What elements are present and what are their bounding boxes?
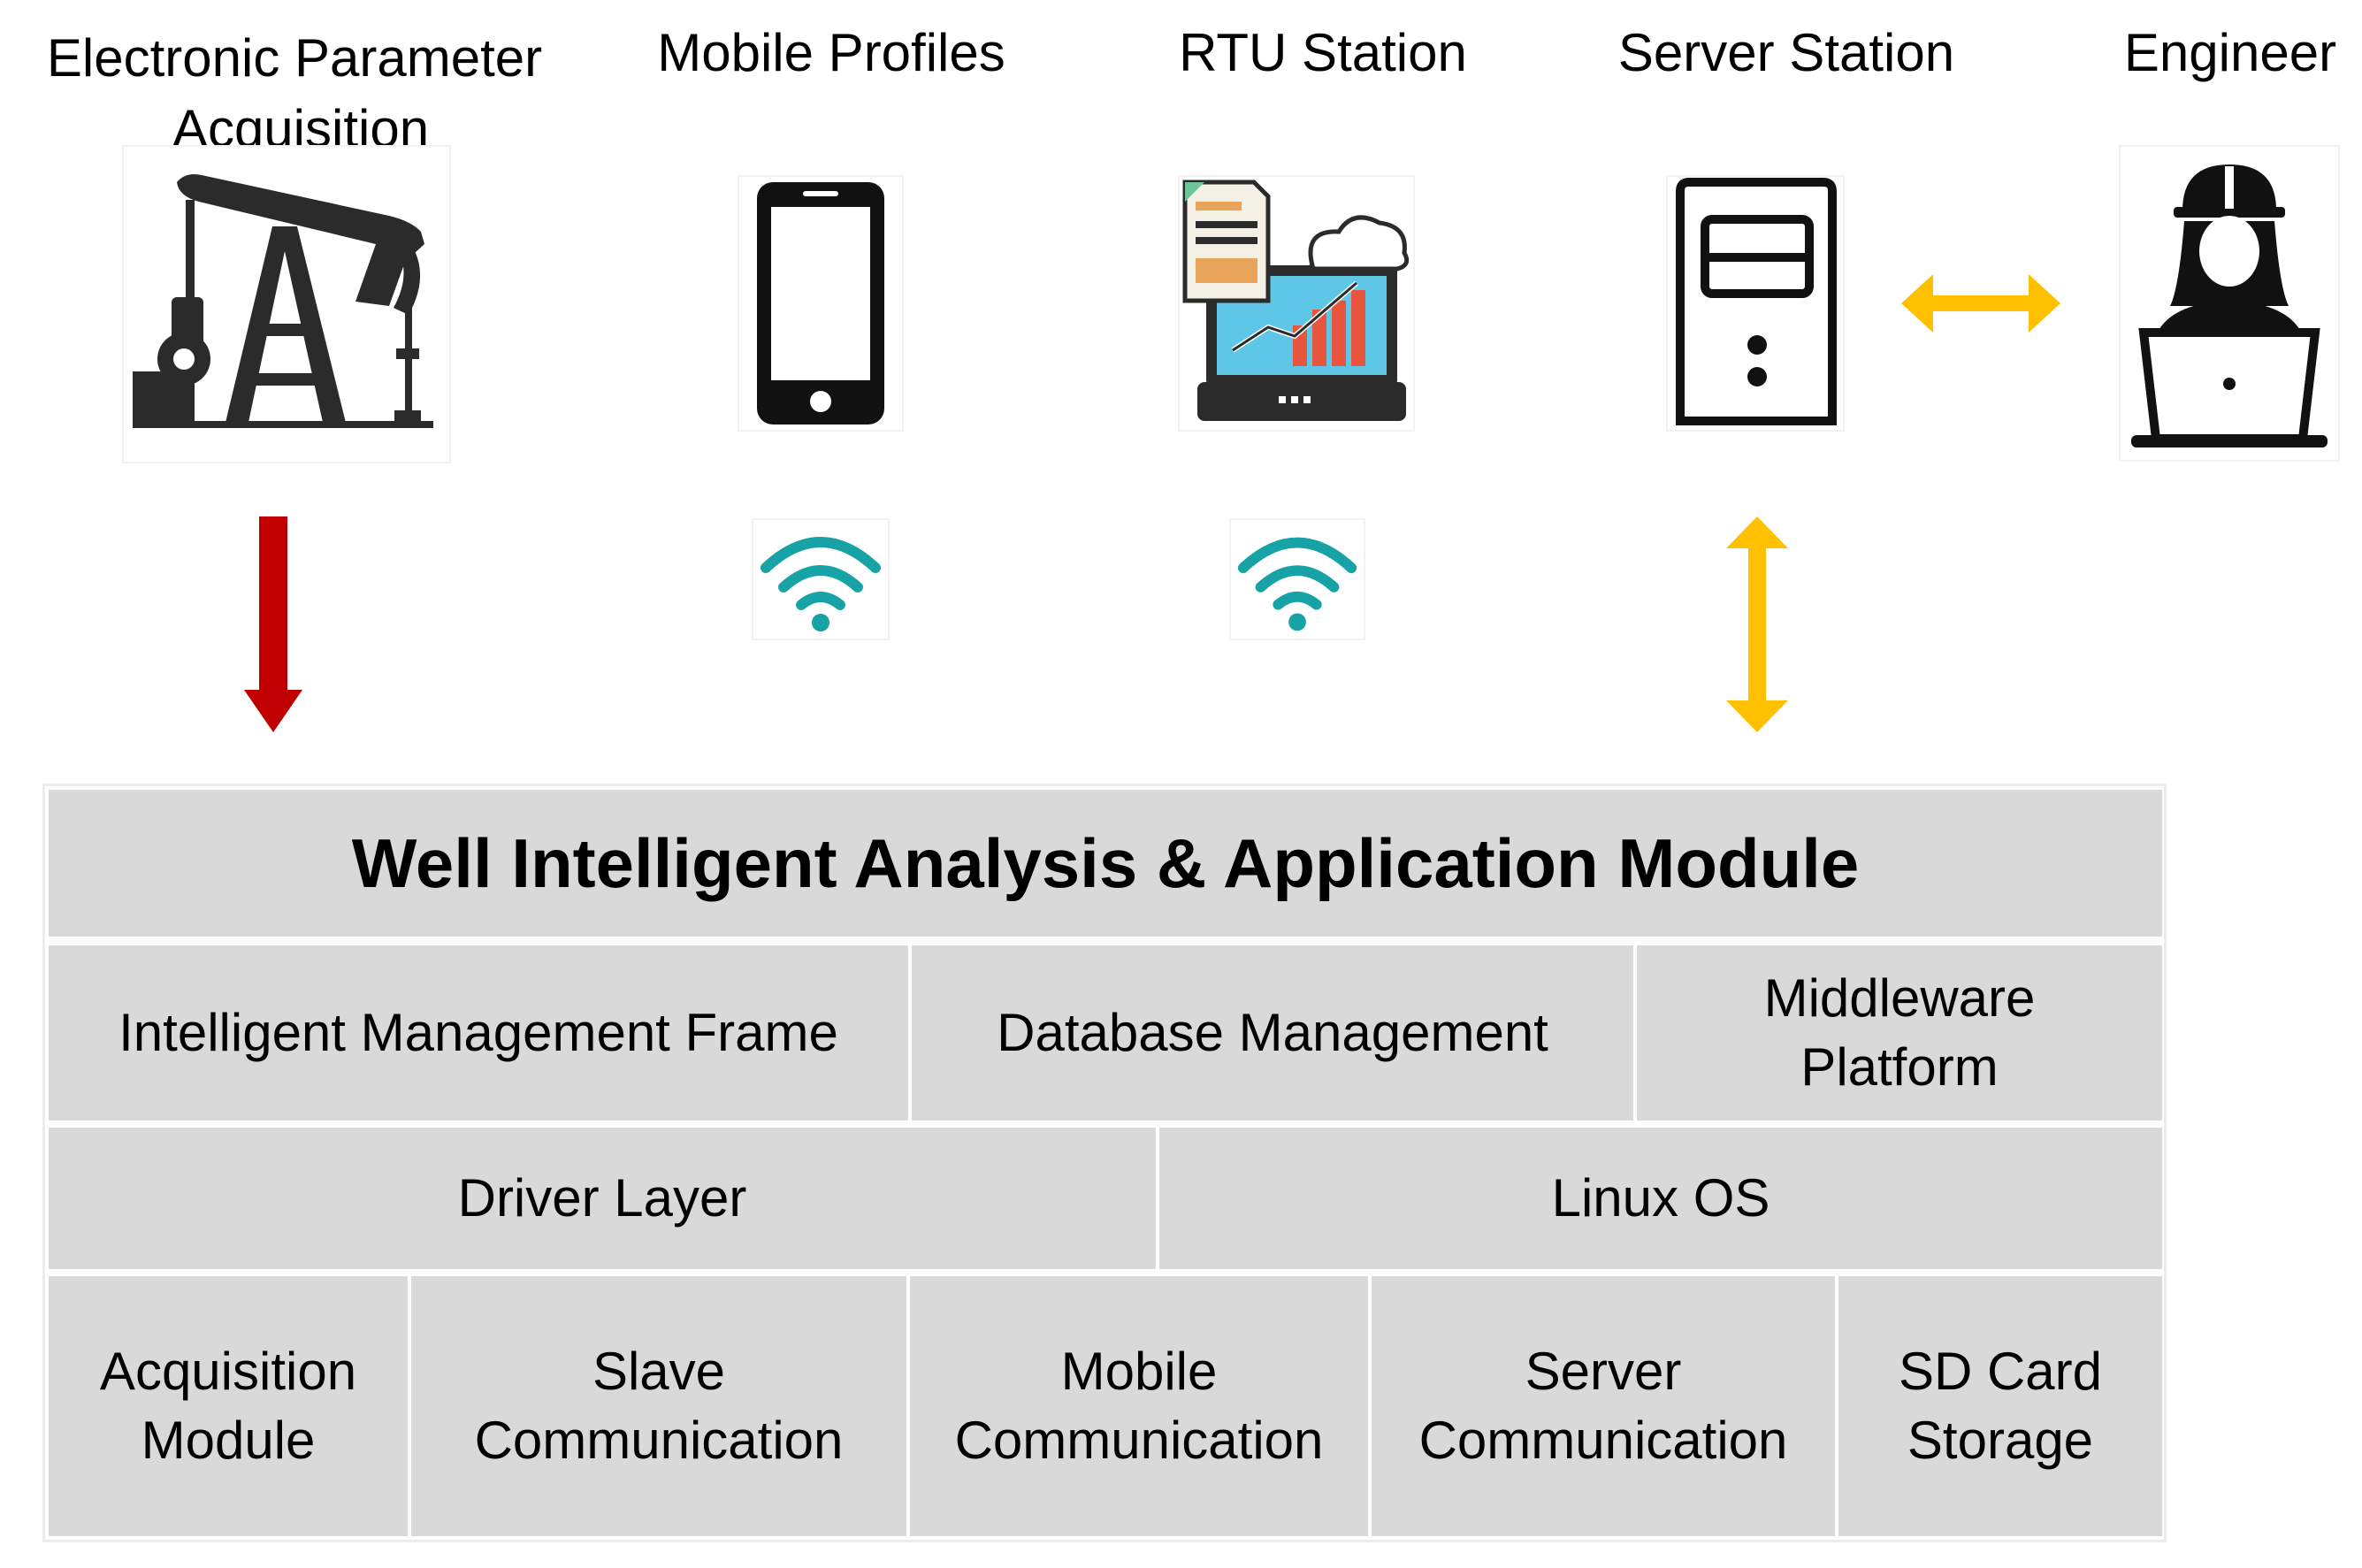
engineer-icon — [2119, 145, 2340, 462]
label-rtu-station: RTU Station — [1179, 23, 1467, 82]
wifi-icon-mobile — [752, 518, 890, 640]
server-tower-icon — [1666, 175, 1845, 432]
cell-linux-os: Linux OS — [1159, 1128, 2162, 1269]
module-block: Well Intelligent Analysis & Application … — [42, 784, 2167, 1542]
cell-sd-card-storage: SD Card Storage — [1838, 1276, 2162, 1536]
cell-intelligent-management-frame: Intelligent Management Frame — [49, 945, 908, 1121]
cell-mobile-communication: Mobile Communication — [910, 1276, 1368, 1536]
rtu-laptop-icon — [1178, 175, 1415, 432]
cell-server-communication: Server Communication — [1372, 1276, 1835, 1536]
label-mobile-profiles: Mobile Profiles — [657, 23, 1005, 82]
oil-pump-jack-icon — [122, 145, 451, 463]
module-title: Well Intelligent Analysis & Application … — [49, 790, 2162, 937]
gold-horizontal-double-arrow — [1901, 274, 2060, 333]
label-electronic-parameter: Electronic Parameter — [46, 28, 543, 88]
smartphone-icon — [738, 175, 904, 432]
wifi-icon-rtu — [1229, 518, 1365, 640]
cell-acquisition-module: Acquisition Module — [49, 1276, 408, 1536]
cell-database-management: Database Management — [912, 945, 1633, 1121]
label-server-station: Server Station — [1617, 23, 1955, 82]
red-down-arrow — [244, 516, 302, 732]
cell-driver-layer: Driver Layer — [49, 1128, 1156, 1269]
gold-vertical-double-arrow — [1726, 516, 1788, 732]
cell-middleware-platform: Middleware Platform — [1637, 945, 2162, 1121]
cell-slave-communication: Slave Communication — [411, 1276, 906, 1536]
label-engineer: Engineer — [2123, 23, 2337, 82]
